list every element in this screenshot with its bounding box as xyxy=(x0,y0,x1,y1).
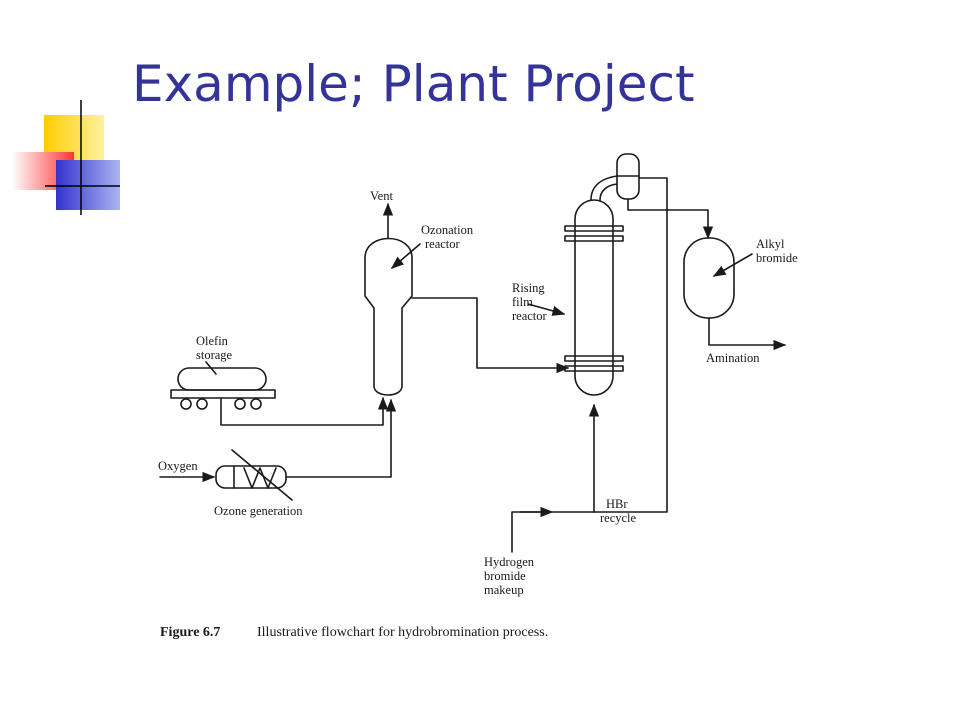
olefin-wheel-1 xyxy=(180,398,192,410)
hbr-makeup-line xyxy=(511,511,595,553)
slide-title: Example; Plant Project xyxy=(132,55,695,113)
alkyl-bromide-feed-line xyxy=(627,198,714,240)
alkyl-bromide-pointer xyxy=(712,253,753,277)
olefin-wheel-3 xyxy=(234,398,246,410)
label-ozonation-reactor-2: reactor xyxy=(425,237,461,251)
label-vent: Vent xyxy=(370,189,393,203)
olefin-storage-platform xyxy=(170,389,276,399)
blue-square xyxy=(56,160,120,210)
label-amination: Amination xyxy=(706,351,760,365)
label-hbr-recycle-2: recycle xyxy=(600,511,637,525)
ozone-feed-line xyxy=(285,398,397,478)
ozone-generation-pointer xyxy=(231,449,293,501)
rising-film-pointer xyxy=(527,303,566,316)
label-rising-film-3: reactor xyxy=(512,309,548,323)
label-oxygen: Oxygen xyxy=(158,459,198,473)
slide-decoration xyxy=(12,100,120,215)
label-rising-film-2: film xyxy=(512,295,533,309)
label-olefin-storage-1: Olefin xyxy=(196,334,229,348)
rising-film-overhead-pipe xyxy=(590,175,618,201)
rising-film-flange-bottom-2 xyxy=(564,365,624,372)
ozonation-reactor xyxy=(364,237,413,396)
hbr-recycle-line xyxy=(593,177,668,513)
rising-film-flange-bottom-1 xyxy=(564,355,624,362)
label-hydrogen-bromide-2: bromide xyxy=(484,569,526,583)
label-alkyl-bromide-2: bromide xyxy=(756,251,798,265)
rising-film-reactor xyxy=(574,199,614,396)
label-ozonation-reactor-1: Ozonation xyxy=(421,223,474,237)
label-alkyl-bromide-1: Alkyl xyxy=(756,237,785,251)
olefin-wheel-4 xyxy=(250,398,262,410)
rising-film-flange-top-1 xyxy=(564,225,624,232)
figure-number: Figure 6.7 xyxy=(160,625,220,640)
olefin-feed-line xyxy=(220,396,389,426)
label-rising-film-1: Rising xyxy=(512,281,545,295)
amination-line xyxy=(708,317,787,351)
label-hydrogen-bromide-1: Hydrogen xyxy=(484,555,535,569)
ozonide-transfer-line xyxy=(411,297,570,374)
olefin-label-pointer xyxy=(205,361,217,375)
figure-caption: Figure 6.7 Illustrative flowchart for hy… xyxy=(160,625,548,640)
rising-film-overhead-pipe-outer xyxy=(599,183,618,201)
label-ozone-generation: Ozone generation xyxy=(214,504,303,518)
diagram-labels: Vent Ozonation reactor Olefin storage Ox… xyxy=(158,189,798,597)
figure-caption-text: Illustrative flowchart for hydrobrominat… xyxy=(257,625,548,640)
rising-film-flange-top-2 xyxy=(564,235,624,242)
ozone-generator-coil xyxy=(243,467,277,489)
alkyl-bromide-vessel xyxy=(683,237,735,319)
ozonation-reactor-pointer xyxy=(391,243,421,269)
olefin-wheel-2 xyxy=(196,398,208,410)
label-olefin-storage-2: storage xyxy=(196,348,233,362)
label-hydrogen-bromide-3: makeup xyxy=(484,583,524,597)
label-hbr-recycle-1: HBr xyxy=(606,497,628,511)
olefin-storage-tank xyxy=(177,367,267,391)
